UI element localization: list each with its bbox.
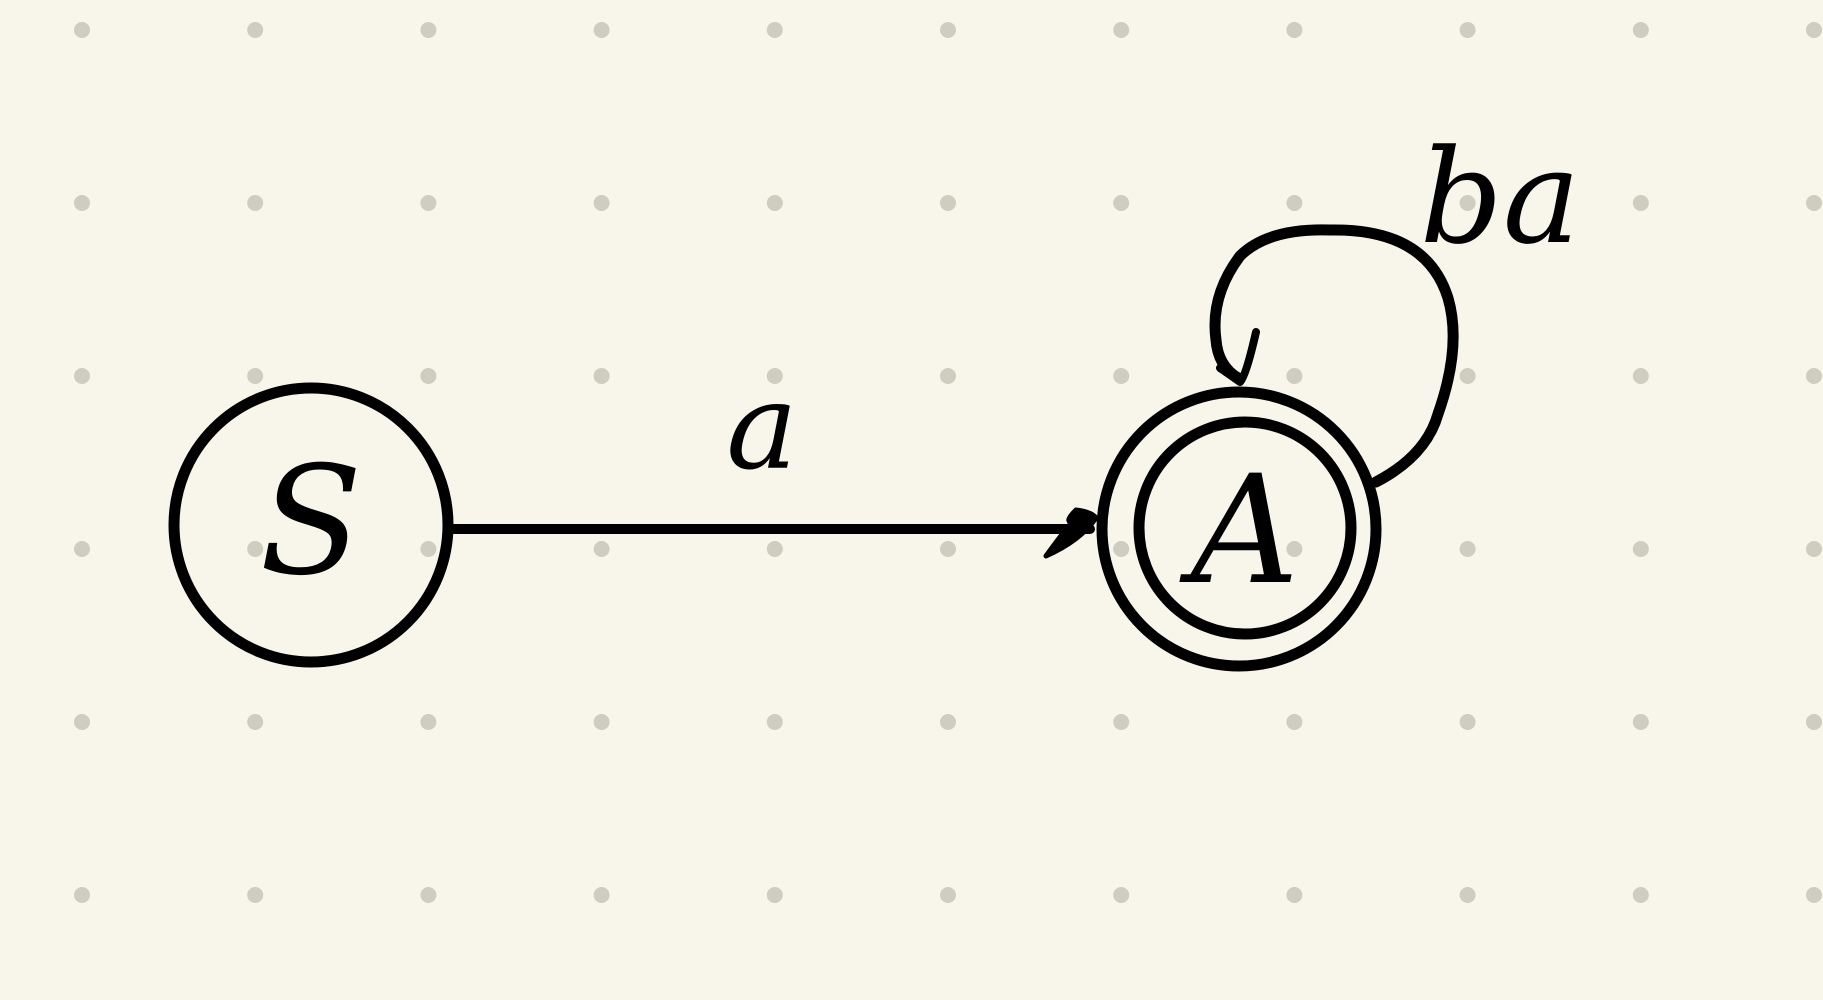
transition-s-to-a-label: a (726, 358, 798, 497)
grid-dot (1286, 714, 1303, 730)
grid-dot (1113, 22, 1130, 38)
grid-dot (1806, 887, 1822, 903)
grid-dot (940, 541, 956, 557)
self-loop-arrowhead-icon (1216, 328, 1260, 386)
state-s-label: S (260, 435, 363, 609)
transition-a-self-loop[interactable]: ba (1209, 121, 1581, 488)
grid-dot (1632, 368, 1649, 384)
grid-dot (1632, 541, 1649, 557)
grid-dot (74, 195, 90, 211)
grid-dot (74, 714, 90, 730)
dot-grid-background (74, 22, 1822, 903)
grid-dot (1806, 714, 1822, 730)
grid-dot (940, 22, 956, 38)
state-a[interactable]: A (1096, 386, 1382, 672)
grid-dot (1459, 887, 1476, 903)
grid-dot (1113, 887, 1130, 903)
grid-dot (766, 195, 783, 211)
state-a-inner-circle (1133, 416, 1357, 640)
grid-dot (593, 368, 610, 384)
grid-dot (1632, 714, 1649, 730)
grid-dot (420, 195, 437, 211)
grid-dot (593, 22, 610, 38)
grid-dot (1459, 22, 1476, 38)
grid-dot (766, 368, 783, 384)
grid-dot (1459, 714, 1476, 730)
grid-dot (420, 714, 437, 730)
grid-dot (1113, 714, 1130, 730)
grid-dot (1286, 541, 1303, 557)
self-loop-label: ba (1420, 121, 1581, 273)
grid-dot (766, 541, 783, 557)
grid-dot (1806, 541, 1822, 557)
grid-dot (940, 714, 956, 730)
grid-dot (940, 368, 956, 384)
grid-dot (1286, 887, 1303, 903)
grid-dot (766, 22, 783, 38)
grid-dot (1286, 368, 1303, 384)
transition-s-to-a[interactable]: a (443, 358, 1099, 559)
state-a-label: A (1179, 444, 1299, 618)
grid-dot (1113, 541, 1130, 557)
grid-dot (593, 714, 610, 730)
grid-dot (593, 541, 610, 557)
grid-dot (247, 22, 264, 38)
arrowhead-icon (1043, 507, 1099, 559)
grid-dot (247, 887, 264, 903)
grid-dot (1632, 887, 1649, 903)
grid-dot (247, 195, 264, 211)
grid-dot (766, 714, 783, 730)
grid-dot (247, 368, 264, 384)
grid-dot (420, 22, 437, 38)
grid-dot (940, 195, 956, 211)
grid-dot (74, 541, 90, 557)
grid-dot (766, 887, 783, 903)
grid-dot (1806, 22, 1822, 38)
grid-dot (1113, 368, 1130, 384)
grid-dot (74, 887, 90, 903)
grid-dot (593, 195, 610, 211)
grid-dot (1459, 195, 1476, 211)
grid-dot (1459, 541, 1476, 557)
grid-dot (247, 541, 264, 557)
grid-dot (247, 714, 264, 730)
grid-dot (420, 541, 437, 557)
grid-dot (74, 22, 90, 38)
self-loop-curve (1209, 224, 1459, 488)
grid-dot (74, 368, 90, 384)
grid-dot (1632, 22, 1649, 38)
grid-dot (1632, 195, 1649, 211)
grid-dot (1459, 368, 1476, 384)
state-s[interactable]: S (168, 382, 454, 668)
grid-dot (940, 887, 956, 903)
grid-dot (593, 887, 610, 903)
grid-dot (1286, 22, 1303, 38)
grid-dot (1806, 195, 1822, 211)
grid-dot (1113, 195, 1130, 211)
grid-dot (1806, 368, 1822, 384)
state-a-outer-circle (1096, 386, 1382, 672)
grid-dot (1286, 195, 1303, 211)
grid-dot (420, 368, 437, 384)
grid-dot (420, 887, 437, 903)
